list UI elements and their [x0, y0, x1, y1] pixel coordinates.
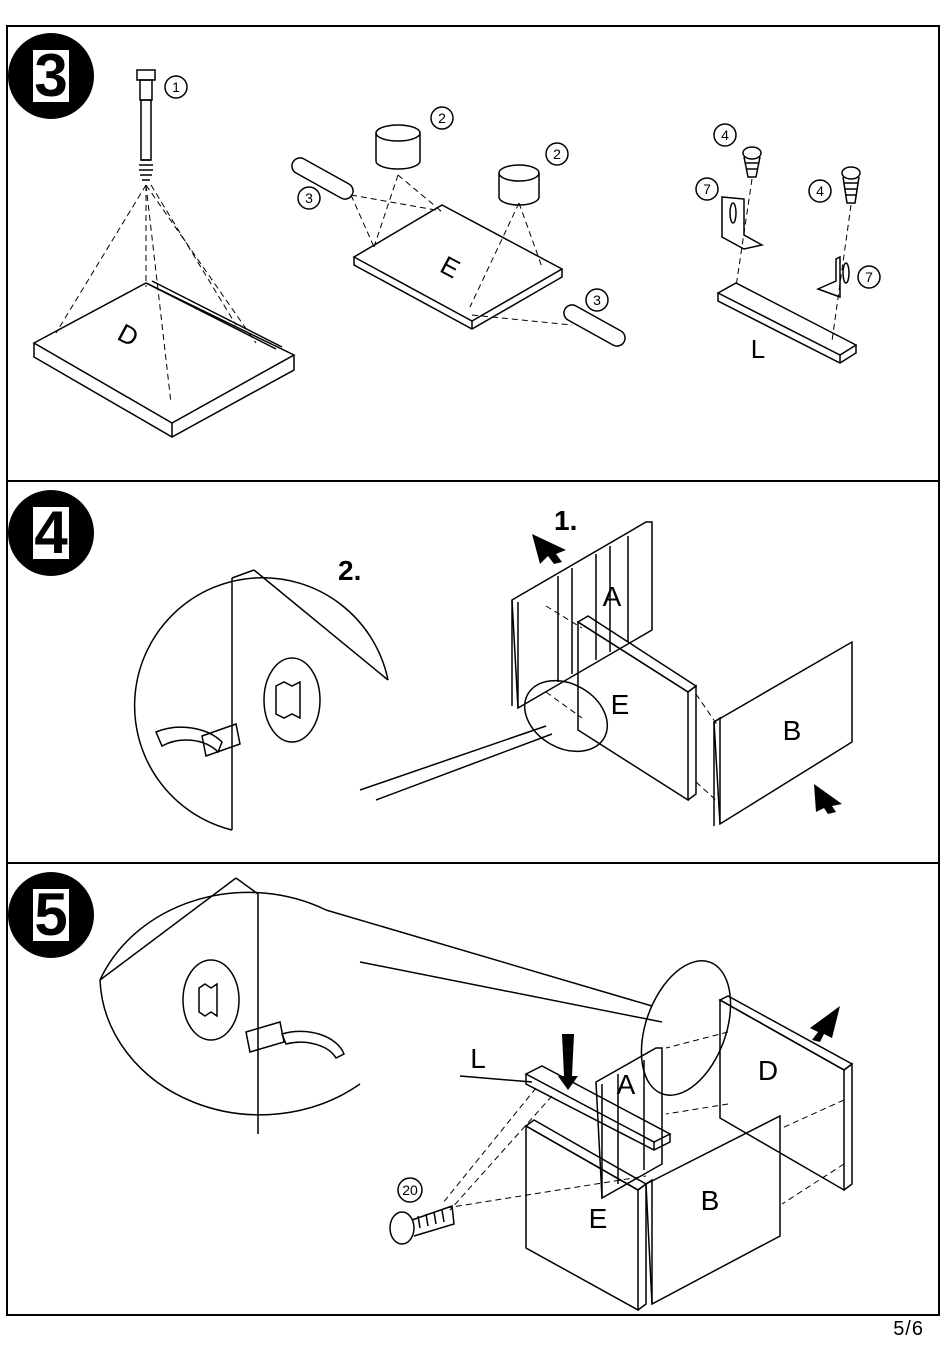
- step-3-drawing: 1 2 2 3 3 4 4 7 7 D E L: [6, 25, 940, 480]
- panel-label-A: A: [603, 581, 622, 612]
- arrow-D: [810, 1006, 840, 1042]
- arrow-B: [814, 784, 842, 814]
- callout-3b: 3: [593, 292, 601, 308]
- arrow-L-down: [558, 1034, 578, 1090]
- step-5-panel: 5: [6, 862, 940, 1316]
- screw-part-4b: [842, 167, 860, 203]
- page-number: 5/6: [893, 1318, 924, 1341]
- screw-part-4a: [743, 147, 761, 177]
- panel-label-B: B: [701, 1185, 720, 1216]
- zoom-source-circle: [512, 666, 620, 765]
- bracket-part-7b: [818, 257, 849, 297]
- callout-7a: 7: [703, 181, 711, 197]
- panel-label-D: D: [758, 1055, 778, 1086]
- arrow-1: [532, 534, 566, 564]
- panel-label-E: E: [611, 689, 630, 720]
- panel-label-B: B: [783, 715, 802, 746]
- callout-2a: 2: [438, 110, 446, 126]
- cam-lock-part-2b: [499, 165, 539, 205]
- callout-4b: 4: [816, 183, 824, 199]
- panel-label-E: E: [589, 1203, 608, 1234]
- step-4-drawing: 1. 2. A E B: [6, 482, 940, 864]
- panel-label-D: D: [113, 317, 144, 352]
- step-3-panel: 3: [6, 25, 940, 480]
- callout-3a: 3: [305, 190, 313, 206]
- callout-4a: 4: [721, 127, 729, 143]
- callout-2b: 2: [553, 146, 561, 162]
- assembly-arrows: [558, 1006, 840, 1090]
- zoom-detail-circle: [135, 570, 552, 830]
- zoom-source-circle: [624, 949, 747, 1108]
- order-label-1: 1.: [554, 505, 577, 536]
- order-label-2: 2.: [338, 555, 361, 586]
- callout-circles: [165, 76, 880, 311]
- panel-E-board: [526, 1120, 646, 1310]
- callout-1: 1: [172, 79, 180, 95]
- bracket-part-7a: [722, 197, 762, 249]
- step-4-panel: 4: [6, 480, 940, 862]
- panel-D-board: [34, 281, 294, 437]
- panel-label-E: E: [436, 250, 465, 285]
- dowel-part-3a: [292, 158, 353, 199]
- step-5-drawing: 20 A D E B L: [6, 864, 940, 1318]
- zoom-detail-circle: [100, 878, 662, 1134]
- panel-label-L: L: [470, 1043, 486, 1074]
- cam-lock-part-2a: [376, 125, 420, 169]
- panel-label-A: A: [617, 1069, 636, 1100]
- screw-part-20: [390, 1206, 454, 1244]
- callout-7b: 7: [865, 269, 873, 285]
- leader-L: [460, 1076, 532, 1082]
- callout-20: 20: [402, 1182, 418, 1198]
- cam-bolt-part-1: [137, 70, 155, 180]
- panel-label-L: L: [751, 334, 765, 364]
- panel-A-board: [512, 522, 652, 708]
